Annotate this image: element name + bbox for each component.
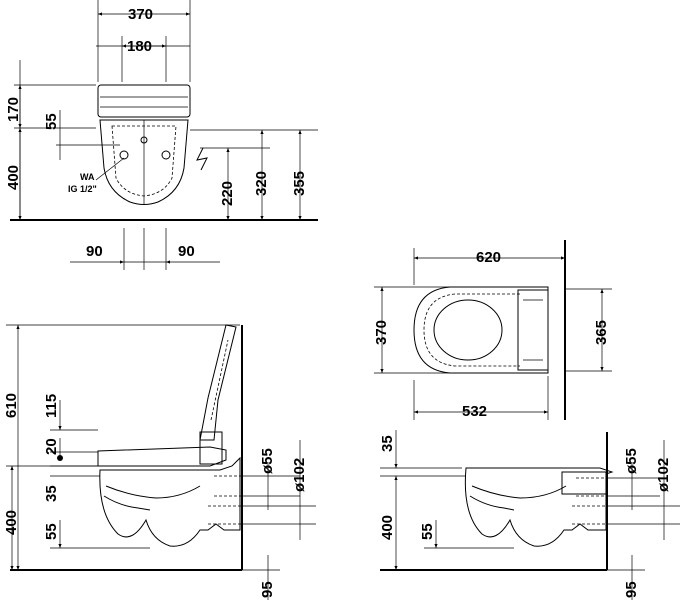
dim-length-inner: 532	[462, 403, 487, 420]
dim-h-400-a: 400	[3, 510, 20, 535]
water-note-1: WA	[80, 172, 95, 182]
dim-h-35-a: 35	[43, 485, 60, 502]
dim-width-left: 370	[373, 320, 390, 345]
dim-h-95-a: 95	[259, 581, 276, 598]
lid-open	[199, 324, 237, 441]
bowl-opening	[433, 299, 503, 361]
dim-h-355: 355	[291, 171, 308, 196]
dim-offset-left: 90	[86, 243, 103, 260]
dim-h-55-a: 55	[43, 523, 60, 540]
dim-h-170: 170	[5, 97, 22, 122]
side-view-a: 610 400 115 20 35 55 ø55 ø102 95	[3, 324, 316, 600]
bowl-side-a	[99, 456, 241, 547]
bowl-side-b	[464, 467, 614, 547]
side-view-b: 35 400 55 ø55 ø102 95	[379, 430, 680, 600]
dim-length: 620	[476, 249, 501, 266]
electric-symbol	[196, 147, 208, 171]
dim-offset-right: 90	[178, 243, 195, 260]
dim-h-400-b: 400	[379, 515, 396, 540]
bowl-front	[99, 119, 189, 205]
dim-d55-b: ø55	[623, 448, 640, 474]
dim-width-total: 370	[128, 6, 153, 23]
dim-h-55-b: 55	[419, 523, 436, 540]
dim-h-95-b: 95	[623, 581, 640, 598]
dim-width-inner: 180	[127, 38, 152, 55]
dim-d55-a: ø55	[259, 448, 276, 474]
dim-h-220: 220	[219, 181, 236, 206]
seat-a	[97, 446, 227, 467]
dim-h-55: 55	[43, 113, 60, 130]
bowl-outline-top	[413, 286, 549, 374]
front-view: 370 180 170 400 55 WA IG 1/2" 220 320 35…	[5, 0, 318, 270]
water-note-2: IG 1/2"	[68, 184, 97, 194]
dim-d102-a: ø102	[291, 458, 308, 492]
unit-box-side-b	[561, 471, 607, 495]
dim-h-400: 400	[5, 165, 22, 190]
top-view: 620 532 370 365	[373, 240, 612, 420]
dim-h-320: 320	[253, 171, 270, 196]
dim-h-20: 20	[43, 438, 60, 455]
unit-box-top	[517, 289, 549, 371]
dim-h-115: 115	[43, 394, 60, 418]
seat-block	[97, 84, 191, 118]
dim-h-610: 610	[3, 393, 20, 418]
dim-width-right: 365	[593, 320, 610, 345]
dim-d102-b: ø102	[655, 458, 672, 492]
dim-h-35-b: 35	[379, 435, 396, 452]
